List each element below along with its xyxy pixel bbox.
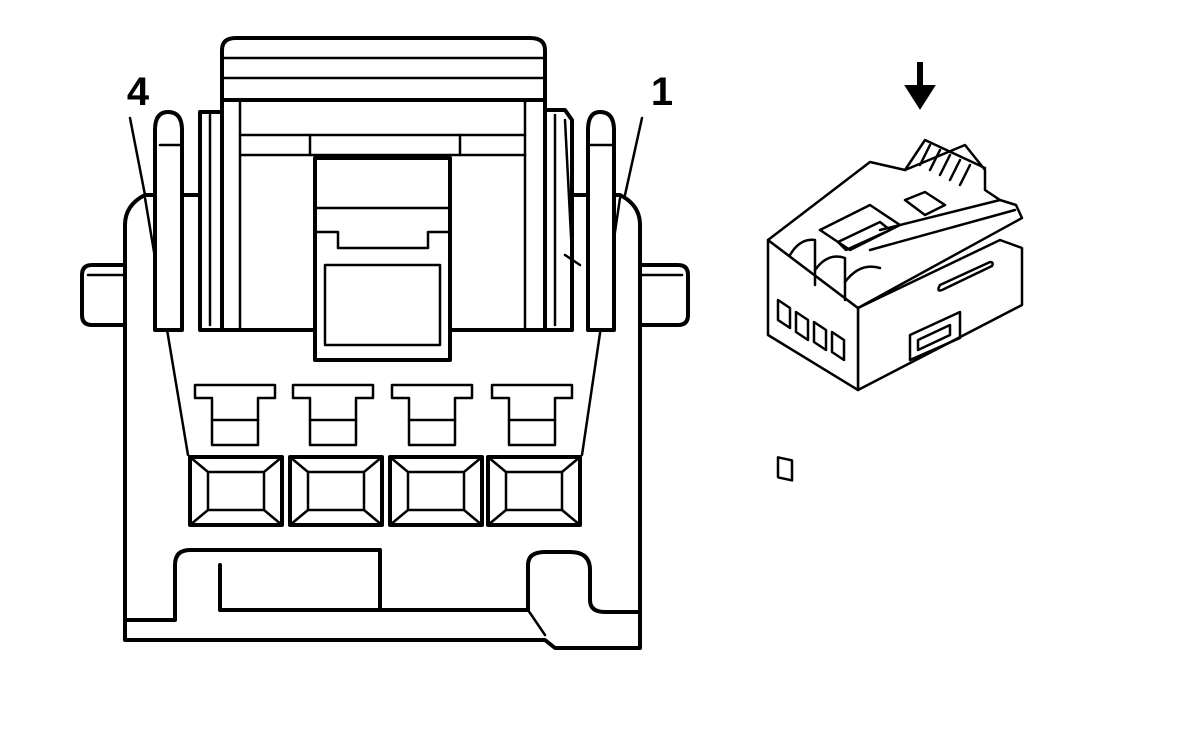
terminal-cavities xyxy=(188,455,582,527)
right-ear xyxy=(638,263,690,327)
left-arm-outer xyxy=(153,110,184,332)
connector-isometric-view xyxy=(766,138,1024,482)
connector-front-view: 4 1 xyxy=(80,36,690,650)
left-ear xyxy=(80,263,127,327)
pin-label-left: 4 xyxy=(127,70,150,114)
cavity-4 xyxy=(188,455,284,527)
right-arm-outer xyxy=(586,110,616,332)
terminal-locks xyxy=(193,383,574,447)
pin-label-right: 1 xyxy=(651,70,673,114)
center-lock xyxy=(313,156,452,362)
top-latch xyxy=(220,36,547,102)
pin-4-leader xyxy=(128,116,147,197)
cavity-2 xyxy=(388,455,484,527)
bottom-key-left xyxy=(123,548,382,622)
arrow-down-icon xyxy=(904,62,936,110)
bottom-key-right xyxy=(378,550,642,614)
pin-1-leader xyxy=(623,116,644,197)
cavity-3 xyxy=(288,455,384,527)
cavity-1 xyxy=(486,455,582,527)
